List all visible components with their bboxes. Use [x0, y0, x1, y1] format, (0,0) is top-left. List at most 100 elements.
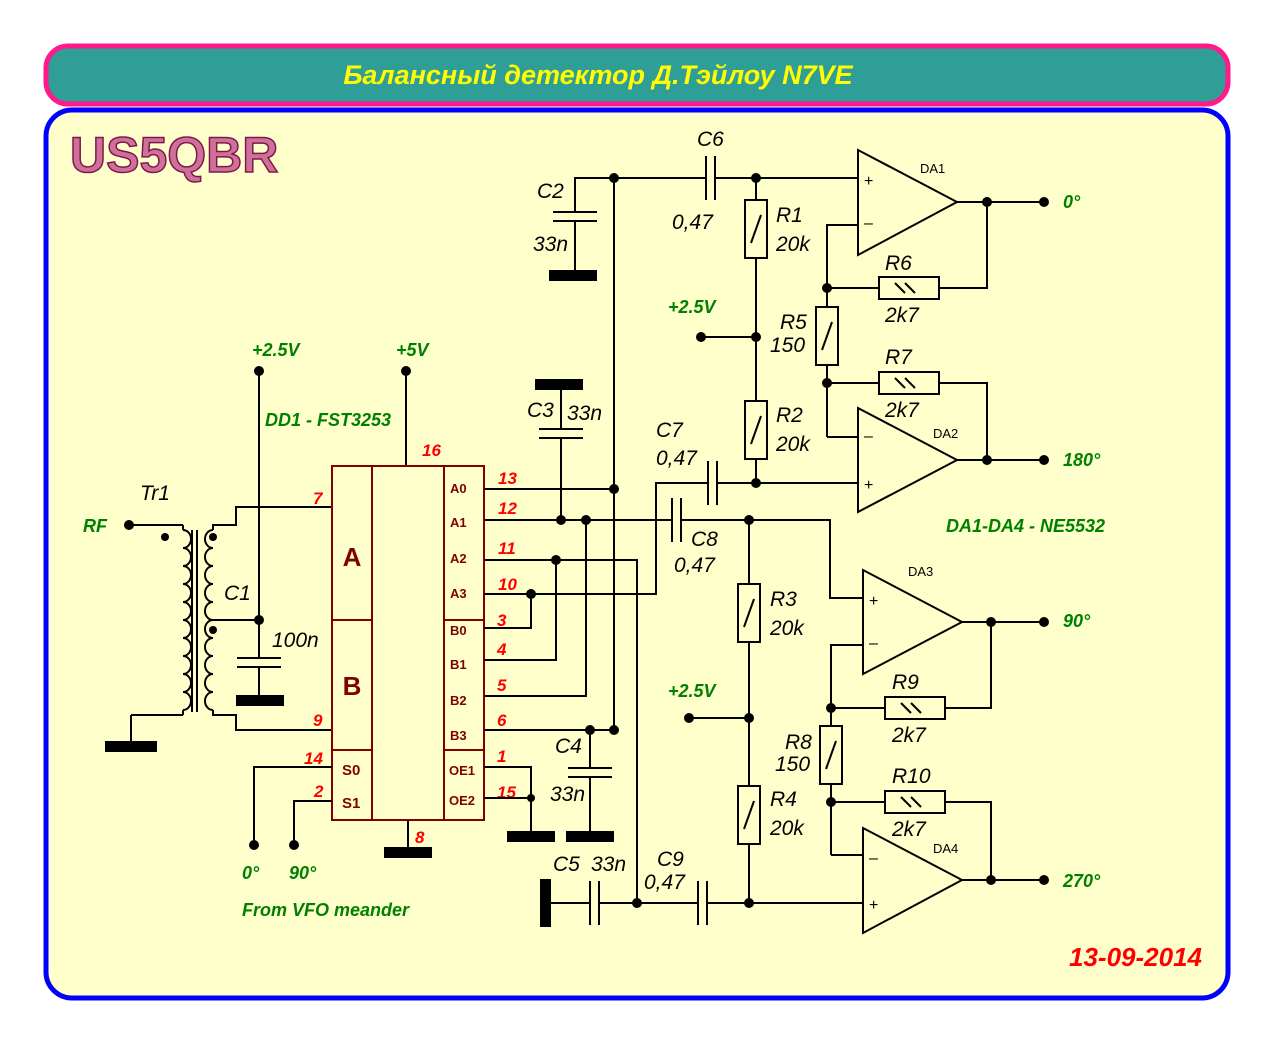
- capacitor-c6: C6 0,47: [614, 128, 858, 234]
- svg-text:R1: R1: [776, 204, 803, 227]
- oe-ground: [484, 766, 555, 842]
- svg-text:A2: A2: [450, 551, 467, 566]
- svg-text:13: 13: [498, 469, 517, 488]
- svg-text:15: 15: [497, 783, 516, 802]
- chip-name: DD1 - FST3253: [265, 410, 391, 430]
- svg-text:C6: C6: [697, 128, 724, 151]
- svg-text:OE2: OE2: [449, 793, 475, 808]
- capacitor-c4: C4 33n: [550, 730, 614, 842]
- svg-text:OE1: OE1: [449, 763, 475, 778]
- svg-text:–: –: [864, 428, 873, 445]
- rf-input: RF: [83, 516, 165, 536]
- capacitor-c3: C3 33n: [527, 379, 602, 520]
- svg-text:C5: C5: [553, 853, 580, 876]
- svg-text:C1: C1: [224, 582, 251, 605]
- logo: US5QBR: [70, 127, 278, 183]
- svg-text:A: A: [343, 542, 362, 572]
- svg-text:2k7: 2k7: [891, 724, 927, 747]
- opamp-da4: – + DA4 270°: [862, 826, 1101, 935]
- svg-text:20k: 20k: [775, 233, 811, 256]
- capacitor-c7: C7 0,47: [656, 419, 858, 505]
- svg-text:16: 16: [422, 441, 441, 460]
- svg-text:C7: C7: [656, 419, 684, 442]
- svg-text:6: 6: [497, 711, 507, 730]
- svg-text:8: 8: [415, 828, 425, 847]
- svg-text:+: +: [864, 173, 873, 190]
- svg-text:B1: B1: [450, 657, 467, 672]
- svg-text:+: +: [869, 593, 878, 610]
- divider-lower: R3 20k R4 20k +2.5V: [668, 520, 805, 903]
- svg-text:DA3: DA3: [908, 564, 933, 579]
- svg-text:14: 14: [304, 749, 323, 768]
- svg-text:+2.5V: +2.5V: [668, 681, 718, 701]
- svg-text:150: 150: [775, 753, 810, 776]
- title-bar: [43, 43, 1231, 107]
- svg-text:B: B: [343, 671, 362, 701]
- capacitor-c9: C9 0,47: [644, 848, 863, 925]
- date-stamp: 13-09-2014: [1069, 942, 1203, 972]
- svg-text:C2: C2: [537, 180, 564, 203]
- svg-text:90°: 90°: [289, 863, 317, 883]
- opamp-note: DA1-DA4 - NE5532: [946, 516, 1105, 536]
- svg-text:11: 11: [498, 539, 516, 558]
- opamp-da1: + – DA1 0°: [857, 148, 1081, 257]
- svg-text:33n: 33n: [550, 783, 585, 806]
- feedback-lower: R9 2k7 R8 150 R10 2k7: [775, 622, 992, 880]
- svg-text:Tr1: Tr1: [140, 482, 170, 505]
- svg-text:0,47: 0,47: [644, 871, 686, 894]
- divider-upper: R1 20k R2 20k +2.5V: [668, 178, 811, 483]
- capacitor-c2: C2 33n: [533, 173, 619, 281]
- svg-text:9: 9: [313, 711, 323, 730]
- svg-text:180°: 180°: [1063, 450, 1101, 470]
- svg-text:270°: 270°: [1062, 871, 1101, 891]
- vfo-inputs: 0° 90° From VFO meander: [242, 766, 410, 920]
- feedback-upper: R6 2k7 R5 150 R7 2k7: [770, 202, 988, 460]
- svg-text:S1: S1: [342, 795, 360, 812]
- svg-text:B0: B0: [450, 623, 467, 638]
- svg-text:+2.5V: +2.5V: [668, 297, 718, 317]
- capacitor-c1: +2.5V C1 100n: [224, 340, 319, 706]
- svg-text:+: +: [864, 477, 873, 494]
- svg-text:R9: R9: [892, 671, 919, 694]
- svg-text:20k: 20k: [769, 617, 805, 640]
- svg-text:R2: R2: [776, 404, 803, 427]
- svg-text:5: 5: [497, 676, 507, 695]
- svg-text:+5V: +5V: [396, 340, 431, 360]
- svg-text:33n: 33n: [591, 853, 626, 876]
- svg-text:90°: 90°: [1063, 611, 1091, 631]
- svg-text:–: –: [869, 850, 878, 867]
- svg-text:R3: R3: [770, 588, 797, 611]
- svg-text:4: 4: [496, 640, 507, 659]
- svg-text:3: 3: [497, 611, 507, 630]
- svg-text:2: 2: [313, 782, 324, 801]
- transformer-tr1: Tr1: [105, 482, 332, 752]
- svg-text:0,47: 0,47: [672, 211, 714, 234]
- supply-5v: +5V 16: [396, 340, 441, 466]
- svg-text:150: 150: [770, 334, 805, 357]
- svg-text:0°: 0°: [1063, 192, 1081, 212]
- svg-text:0,47: 0,47: [656, 447, 698, 470]
- svg-text:+: +: [869, 897, 878, 914]
- svg-text:7: 7: [313, 489, 324, 508]
- svg-text:–: –: [869, 635, 878, 652]
- svg-text:+2.5V: +2.5V: [252, 340, 302, 360]
- schematic-panel: [43, 107, 1231, 1001]
- svg-text:20k: 20k: [775, 433, 811, 456]
- svg-text:R8: R8: [785, 731, 812, 754]
- svg-text:33n: 33n: [567, 402, 602, 425]
- svg-text:C9: C9: [657, 848, 684, 871]
- switch-wiring: [484, 178, 708, 903]
- svg-text:B3: B3: [450, 728, 467, 743]
- capacitor-c5: C5 33n: [540, 853, 698, 927]
- svg-text:DA2: DA2: [933, 426, 958, 441]
- svg-text:R7: R7: [885, 346, 913, 369]
- svg-text:C3: C3: [527, 399, 554, 422]
- svg-text:R6: R6: [885, 252, 912, 275]
- svg-text:B2: B2: [450, 693, 467, 708]
- svg-text:DA1: DA1: [920, 161, 945, 176]
- svg-text:A0: A0: [450, 481, 467, 496]
- svg-text:12: 12: [498, 499, 517, 518]
- svg-text:100n: 100n: [272, 629, 319, 652]
- svg-text:–: –: [864, 215, 873, 232]
